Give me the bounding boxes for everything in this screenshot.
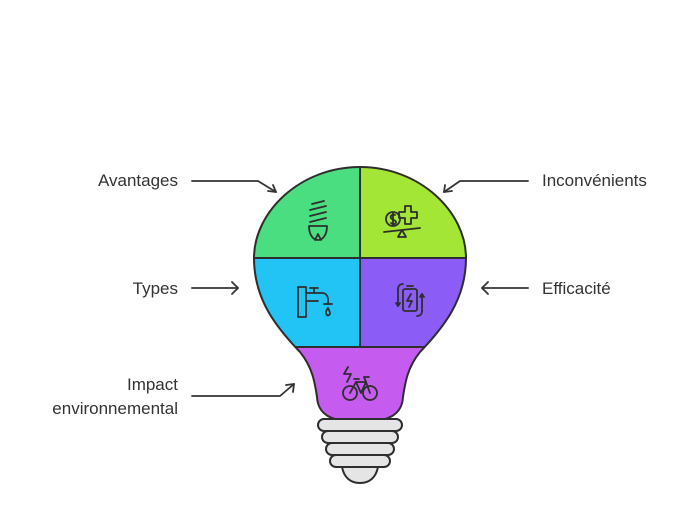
battery-recycle-icon bbox=[395, 283, 425, 317]
label-disadvantages: Inconvénients bbox=[542, 171, 647, 190]
arrow-advantages bbox=[191, 180, 277, 193]
label-advantages: Avantages bbox=[97, 171, 178, 190]
label-impact-line1: Impact bbox=[126, 375, 178, 394]
water-tap-icon bbox=[297, 286, 333, 318]
bulb-base bbox=[317, 418, 403, 485]
segment-efficiency[interactable] bbox=[360, 258, 470, 347]
energy-saving-bulb-icon bbox=[308, 200, 328, 241]
arrow-types bbox=[191, 281, 239, 295]
label-efficiency: Efficacité bbox=[542, 279, 611, 298]
segment-environmental-impact[interactable] bbox=[250, 347, 470, 427]
label-impact-line2: environnemental bbox=[52, 399, 178, 418]
cost-balance-icon bbox=[383, 205, 421, 238]
arrows bbox=[191, 180, 529, 397]
arrow-disadvantages bbox=[443, 180, 529, 193]
electric-bicycle-icon bbox=[342, 366, 378, 401]
arrow-efficiency bbox=[481, 281, 529, 295]
segment-advantages[interactable] bbox=[250, 160, 360, 258]
segment-disadvantages[interactable] bbox=[360, 160, 470, 258]
segment-types[interactable] bbox=[250, 258, 360, 347]
arrow-impact bbox=[191, 383, 295, 397]
label-types: Types bbox=[132, 279, 178, 298]
